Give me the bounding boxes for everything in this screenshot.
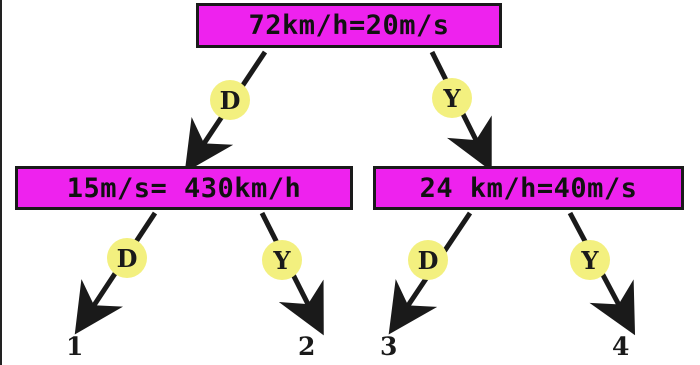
leaf-2: 2 <box>298 332 316 361</box>
badge-right-d: D <box>408 240 448 280</box>
badge-left-d: D <box>107 238 147 278</box>
leaf-3: 3 <box>380 332 398 361</box>
badge-left-y: Y <box>262 240 302 280</box>
root-node: 72km/h=20m/s <box>196 3 502 48</box>
right-node: 24 km/h=40m/s <box>373 166 684 210</box>
leaf-1: 1 <box>66 332 84 361</box>
left-node: 15m/s= 430km/h <box>15 166 353 210</box>
badge-right-y: Y <box>570 240 610 280</box>
badge-root-right: Y <box>432 78 472 118</box>
badge-root-left: D <box>210 80 250 120</box>
leaf-4: 4 <box>612 332 630 361</box>
